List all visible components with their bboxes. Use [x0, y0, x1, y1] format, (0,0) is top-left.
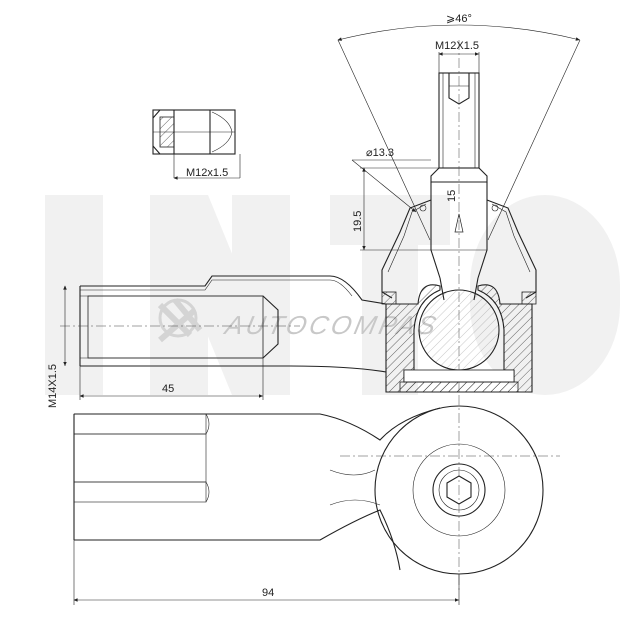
stud-thread-label: M12X1.5 — [435, 40, 479, 52]
stud-height-label: 19.5 — [352, 211, 364, 232]
overall-length-label: 94 — [262, 587, 274, 599]
tie-rod-arm-top — [73, 395, 560, 605]
castle-nut — [152, 109, 241, 180]
taper-length-label: 15 — [446, 190, 458, 202]
angle-dimension — [337, 24, 581, 241]
ball-stud — [418, 40, 500, 395]
tie-rod-arm-side — [60, 275, 387, 400]
housing-section — [385, 284, 533, 393]
stud-thread-dimension — [438, 52, 480, 73]
watermark-letters — [45, 195, 620, 395]
dust-boot — [381, 199, 537, 305]
housing-thread-label: M14X1.5 — [47, 364, 59, 408]
nut-thread-label: M12x1.5 — [186, 167, 228, 179]
watermark-logo — [157, 298, 203, 343]
height-dimension — [360, 167, 439, 251]
stud-diameter-label: ⌀13.3 — [366, 147, 394, 159]
angle-label: ⩾46° — [446, 13, 472, 25]
thread-length-label: 45 — [162, 383, 174, 395]
